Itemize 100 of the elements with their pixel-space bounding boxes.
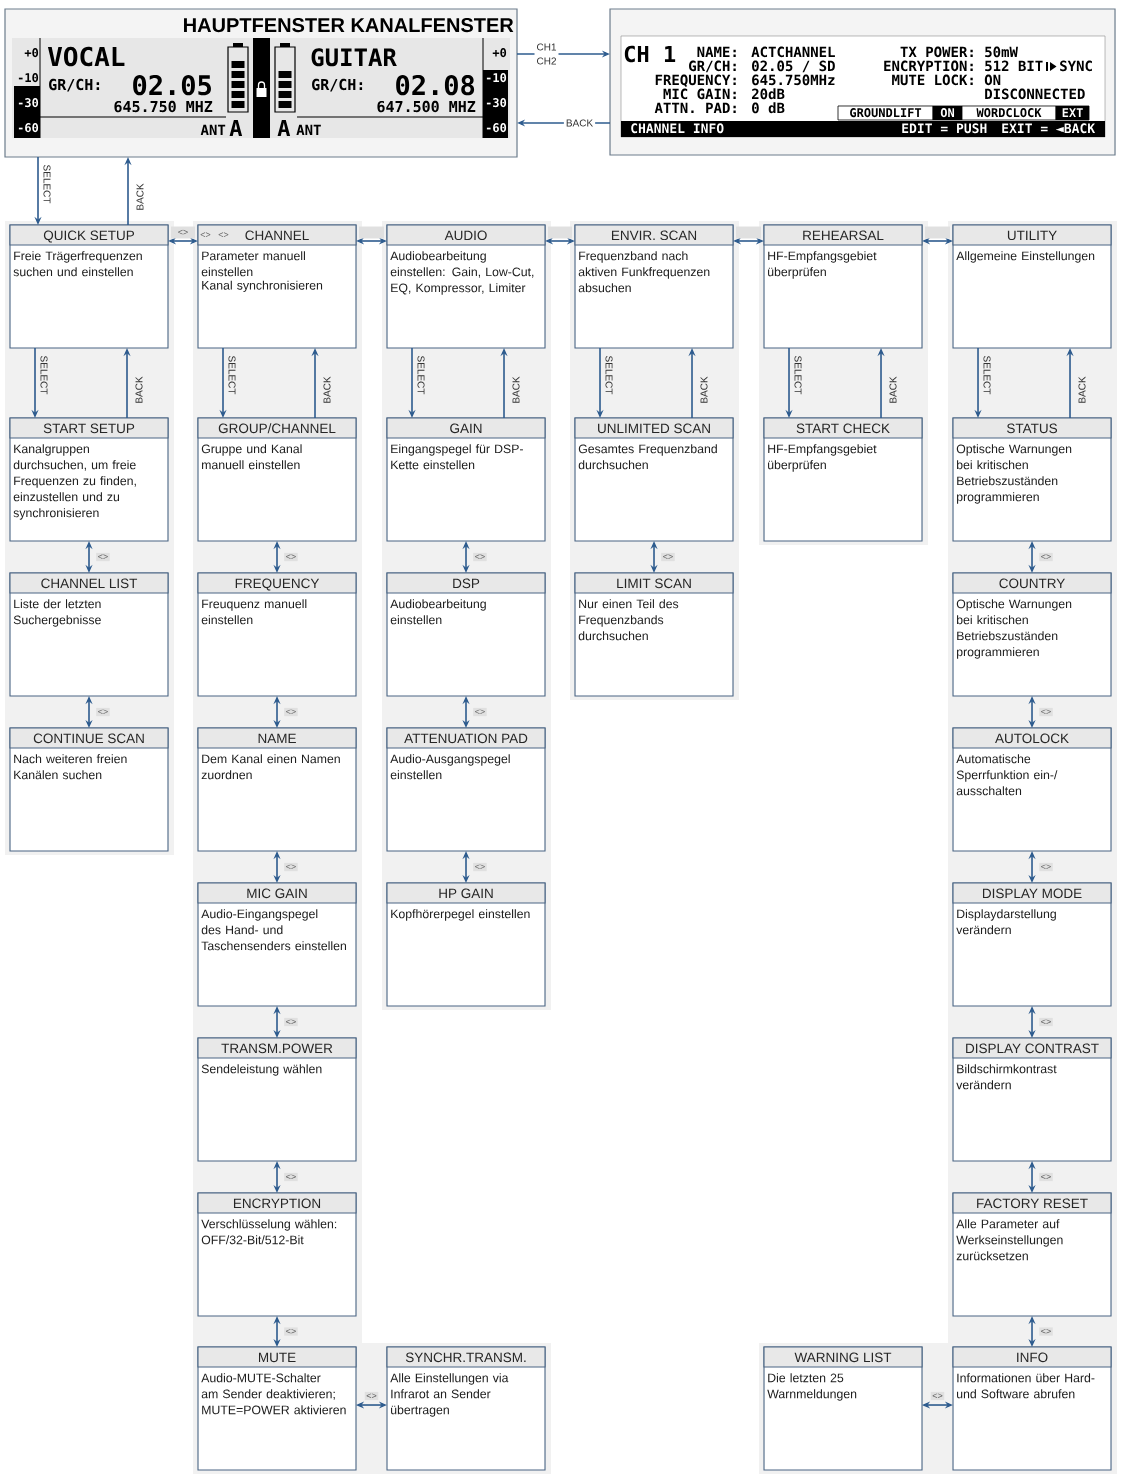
description-text: Kanal synchronisieren <box>202 280 323 293</box>
description-text: Audio-MUTE-Schalter am Sender deaktivieren; MUTE=POWER aktivieren <box>201 1373 346 1415</box>
menu-header: ENCRYPTION <box>197 1192 357 1214</box>
edge-label: BACK <box>700 376 708 403</box>
header-symbol: <> <box>218 232 229 237</box>
field-value: 512 BIT <box>985 60 1043 72</box>
edge-label: BACK <box>1078 376 1086 403</box>
menu-header: GROUP/CHANNEL <box>197 417 357 439</box>
description-text: Eingangspegel für DSP-Kette einstellen <box>391 444 523 470</box>
value-tag: ON <box>932 105 963 121</box>
edge-label: <> <box>171 226 195 239</box>
edge-label: <> <box>1039 1327 1053 1336</box>
description-text: HF-Empfangsgebiet überprüfen <box>768 444 877 472</box>
edge-label: <> <box>284 707 298 717</box>
menu-header: CHANNEL LIST <box>9 572 169 594</box>
description-text: Alle Einstellungen via Infrarot an Sender übertragen <box>390 1373 509 1417</box>
edge-label: BACK <box>563 117 596 129</box>
field-value: 645.750MHz <box>752 74 835 86</box>
edge-label: SELECT <box>983 356 991 395</box>
edge-label: <> <box>96 707 110 717</box>
description-text: Frequenzband nach aktiven Funkfrequenzen absuchen <box>578 251 710 293</box>
edge-label: <> <box>1039 707 1053 717</box>
field-value: DISCONNECTED <box>985 88 1085 100</box>
menu-header: CONTINUE SCAN <box>9 727 169 749</box>
edge-label: <> <box>473 552 487 562</box>
edge-label: <> <box>284 1172 298 1182</box>
edge-label: <> <box>473 707 487 717</box>
field-value: SYNC <box>1060 60 1092 72</box>
value-tag: EXT <box>1055 105 1090 121</box>
field-value: 50mW <box>985 46 1018 58</box>
description-text: Gruppe und Kanal manuell einstellen <box>201 444 302 470</box>
header-symbol: <> <box>200 232 211 237</box>
description-text: Liste der letzten Suchergebnisse <box>13 599 101 627</box>
level-scale-label: -30 <box>18 98 39 108</box>
description-text: Gesamtes Frequenzband durchsuchen <box>578 444 717 470</box>
description-text: Automatische Sperrfunktion ein-/ ausschalten <box>956 754 1058 796</box>
description-text: Die letzten 25 Warnmeldungen <box>767 1373 857 1401</box>
edge-label: <> <box>661 552 675 562</box>
menu-header: START CHECK <box>763 417 923 439</box>
description-text: Allgemeine Einstellungen <box>956 251 1095 263</box>
edge-label: <> <box>1039 1172 1053 1182</box>
menu-header: AUTOLOCK <box>952 727 1112 749</box>
description-text: Kanalgruppen durchsuchen, um freie Frequenzen zu finden, einzustellen und zu synchronisieren <box>13 444 136 520</box>
field-label: GR/CH: <box>312 78 363 92</box>
edge-label: <> <box>473 862 487 872</box>
description-text: Bildschirmkontrast verändern <box>956 1064 1057 1090</box>
menu-header: MIC GAIN <box>197 882 357 904</box>
edge-label: <> <box>1039 1017 1053 1027</box>
level-scale-label: -60 <box>18 123 39 133</box>
menu-header: ENVIR. SCAN <box>574 224 734 246</box>
field-value: 02.05 / SD <box>752 60 835 73</box>
edge-label: SELECT <box>40 356 48 395</box>
menu-header: MUTE <box>197 1346 357 1368</box>
level-scale-label: -60 <box>486 123 507 133</box>
menu-header: AUDIO <box>386 224 546 246</box>
setting-tag: GROUNDLIFT <box>837 105 934 121</box>
edge-label: <> <box>284 862 298 872</box>
description-text: Audiobearbeitung einstellen: Gain, Low-Cut, EQ, Kompressor, Limiter <box>390 251 534 295</box>
menu-header: DSP <box>386 572 546 594</box>
antenna-letter: A <box>229 119 243 136</box>
field-value: 20dB <box>752 88 785 100</box>
field-label: NAME: <box>697 46 736 57</box>
field-label: GR/CH: <box>49 78 100 92</box>
level-scale-label: -30 <box>486 98 507 108</box>
description-text: Optische Warnungen bei kritischen Betriebszuständen programmieren <box>956 444 1072 504</box>
edge-label: <> <box>930 1391 945 1401</box>
menu-header: NAME <box>197 727 357 749</box>
edge-label: <> <box>1039 552 1053 562</box>
edge-label: <> <box>364 1391 379 1401</box>
description-text: Parameter manuell einstellen <box>201 251 305 277</box>
edge-label: <> <box>284 1017 298 1027</box>
description-text: Audiobearbeitung einstellen <box>390 599 486 625</box>
level-scale-label: +0 <box>492 48 507 58</box>
edge-label: CH1 CH2 <box>534 42 559 66</box>
field-label: ATTN. PAD: <box>654 102 736 113</box>
edge-label: BACK <box>136 183 144 210</box>
description-text: Audio-Eingangspegel des Hand- und Taschensenders einstellen <box>201 909 346 951</box>
field-label: FREQUENCY: <box>655 74 736 87</box>
menu-header: GAIN <box>386 417 546 439</box>
frequency-value: 645.750 MHZ <box>114 100 213 113</box>
menu-header: COUNTRY <box>952 572 1112 594</box>
level-scale-label: +0 <box>24 48 39 58</box>
edge-label: SELECT <box>417 356 425 395</box>
menu-header: INFO <box>952 1346 1112 1368</box>
edge-label: BACK <box>889 376 897 403</box>
edge-label: SELECT <box>43 165 51 204</box>
menu-header: TRANSM.POWER <box>197 1037 357 1059</box>
setting-tag: WORDCLOCK <box>961 105 1057 121</box>
menu-header: STATUS <box>952 417 1112 439</box>
field-label: GR/CH: <box>689 60 736 73</box>
description-text: Kopfhörerpegel einstellen <box>391 909 530 921</box>
description-text: Alle Parameter auf Werkseinstellungen zurücksetzen <box>956 1219 1063 1261</box>
field-label: MIC GAIN: <box>663 88 736 100</box>
description-text: Informationen über Hard- und Software abrufen <box>957 1373 1095 1399</box>
menu-header: FACTORY RESET <box>952 1192 1112 1214</box>
menu-header: ATTENUATION PAD <box>386 727 546 749</box>
edge-label: <> <box>284 552 298 562</box>
description-text: Sendeleistung wählen <box>201 1064 322 1076</box>
description-text: Nur einen Teil des Frequenzbands durchsuchen <box>578 599 679 641</box>
edge-label: BACK <box>512 376 520 403</box>
